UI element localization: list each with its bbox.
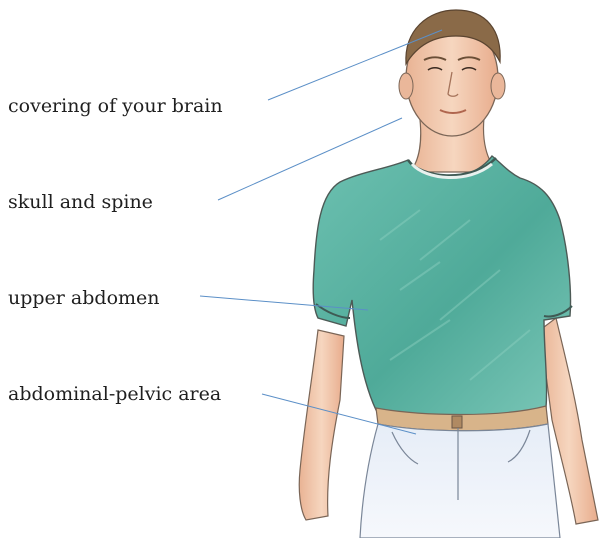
label-brain-covering: covering of your brain: [8, 97, 223, 116]
label-upper-abdomen: upper abdomen: [8, 289, 160, 308]
pants: [360, 424, 560, 538]
shirt: [313, 156, 570, 417]
ear-left: [399, 73, 413, 99]
left-arm: [299, 330, 344, 520]
label-abdominal-pelvic: abdominal-pelvic area: [8, 385, 221, 404]
belt-buckle: [452, 416, 462, 428]
ear-right: [491, 73, 505, 99]
label-skull-spine: skull and spine: [8, 193, 153, 212]
